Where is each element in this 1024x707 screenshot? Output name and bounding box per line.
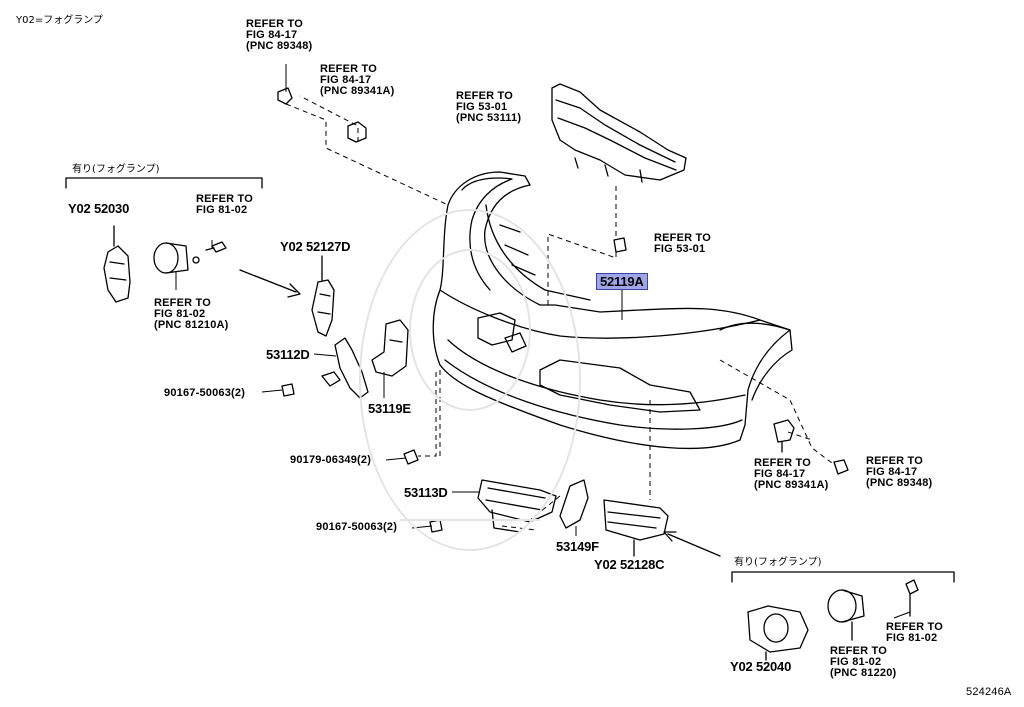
arrow-left bbox=[239, 269, 297, 293]
group-bracket-left bbox=[65, 177, 263, 189]
leader-lines bbox=[285, 95, 837, 531]
ref-label-81210a: REFER TO FIG 81-02 (PNC 81210A) bbox=[154, 297, 229, 331]
bracket-53112d bbox=[321, 337, 369, 399]
ref-label-89348-right: REFER TO FIG 84-17 (PNC 89348) bbox=[866, 455, 933, 489]
part-90167-a[interactable]: 90167-50063(2) bbox=[164, 387, 246, 399]
group-label-right: 有り(フォグランプ) bbox=[734, 557, 822, 568]
bracket-53119e bbox=[371, 319, 409, 377]
fog-cover-52030 bbox=[103, 225, 131, 303]
grille-53113d bbox=[477, 479, 557, 533]
ref-label-89341a-right: REFER TO FIG 84-17 (PNC 89341A) bbox=[754, 457, 829, 491]
bolt-53-01 bbox=[613, 237, 627, 253]
part-52040[interactable]: Y02 52040 bbox=[730, 659, 792, 674]
header-note: Y02=フォグランプ bbox=[16, 15, 103, 26]
clip-89348-top bbox=[277, 87, 293, 105]
clip-89341a-top bbox=[347, 121, 367, 143]
part-53113d[interactable]: 53113D bbox=[404, 485, 448, 500]
arrow-left-head bbox=[287, 283, 301, 298]
ref-label-81-02-left: REFER TO FIG 81-02 bbox=[196, 193, 254, 216]
part-52127d[interactable]: Y02 52127D bbox=[280, 239, 351, 254]
screw-90167-a bbox=[281, 383, 295, 397]
ref-label-53111: REFER TO FIG 53-01 (PNC 53111) bbox=[456, 90, 522, 124]
part-52030[interactable]: Y02 52030 bbox=[68, 201, 130, 216]
group-bracket-right bbox=[731, 571, 955, 583]
ref-label-53-01: REFER TO FIG 53-01 bbox=[654, 232, 712, 255]
solid-leaders bbox=[175, 64, 911, 619]
ref-label-89341a-top: REFER TO FIG 84-17 (PNC 89341A) bbox=[320, 63, 395, 97]
ref-label-81220: REFER TO FIG 81-02 (PNC 81220) bbox=[830, 645, 897, 679]
clip-89341a-right bbox=[773, 419, 795, 453]
fog-lamp-left bbox=[153, 242, 200, 274]
ref-label-89348-top: REFER TO FIG 84-17 (PNC 89348) bbox=[246, 18, 313, 52]
bracket-53149f bbox=[559, 479, 589, 529]
part-53112d[interactable]: 53112D bbox=[266, 347, 310, 362]
clip-89348-right bbox=[833, 459, 849, 475]
screw-right-fog bbox=[905, 579, 919, 617]
part-53119e[interactable]: 53119E bbox=[368, 401, 411, 416]
watermark bbox=[359, 209, 581, 551]
upper-retainer bbox=[551, 83, 687, 183]
part-52119a[interactable]: 52119A bbox=[596, 273, 648, 290]
figure-id: 524246A bbox=[966, 686, 1012, 698]
fog-cover-52128c bbox=[603, 499, 669, 557]
part-52128c[interactable]: Y02 52128C bbox=[594, 557, 665, 572]
group-label-left: 有り(フォグランプ) bbox=[72, 164, 160, 175]
fog-cover-52040 bbox=[747, 605, 809, 661]
bracket-52127d bbox=[311, 255, 335, 337]
clip-90179 bbox=[403, 449, 419, 465]
ref-label-81-02-right: REFER TO FIG 81-02 bbox=[886, 621, 944, 644]
bumper-cover bbox=[432, 171, 793, 450]
part-90167-b[interactable]: 90167-50063(2) bbox=[316, 521, 398, 533]
part-90179[interactable]: 90179-06349(2) bbox=[290, 454, 372, 466]
part-53149f[interactable]: 53149F bbox=[556, 539, 599, 554]
arrow-right-head bbox=[663, 531, 677, 542]
fog-lamp-right bbox=[827, 589, 865, 641]
arrow-right bbox=[667, 533, 721, 557]
screw-left-fog bbox=[205, 241, 227, 253]
